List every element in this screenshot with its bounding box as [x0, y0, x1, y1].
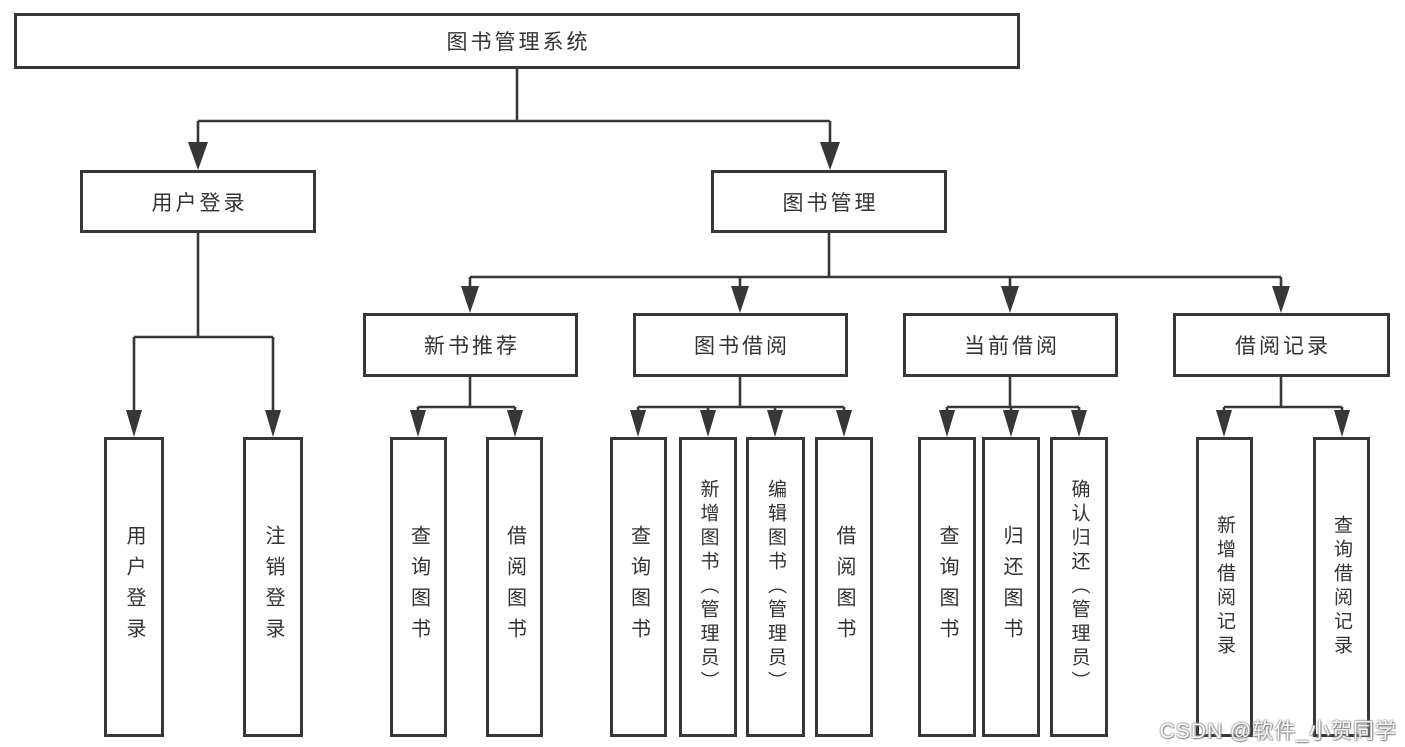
leaf-query-books-current: 查询图书 [918, 437, 976, 737]
node-root: 图书管理系统 [14, 13, 1020, 69]
leaf-query-books-borrow: 查询图书 [610, 437, 667, 737]
csdn-watermark: CSDN @软件_小贺同学 [1159, 720, 1397, 743]
leaf-logout: 注销登录 [243, 437, 303, 737]
leaf-query-borrow-record: 查询借阅记录 [1313, 437, 1370, 737]
leaf-user-login: 用户登录 [104, 437, 164, 737]
leaf-add-borrow-record: 新增借阅记录 [1196, 437, 1253, 737]
leaf-query-books-recommend: 查询图书 [390, 437, 447, 737]
leaf-edit-books-admin: 编辑图书（管理员） [746, 437, 805, 737]
node-book-management-branch: 图书管理 [711, 170, 947, 233]
node-book-borrow: 图书借阅 [633, 313, 848, 377]
leaf-borrow-books: 借阅图书 [815, 437, 873, 737]
node-current-borrow: 当前借阅 [903, 313, 1118, 377]
node-user-login-branch: 用户登录 [80, 170, 316, 233]
leaf-confirm-return-admin: 确认归还（管理员） [1050, 437, 1108, 737]
leaf-borrow-books-recommend: 借阅图书 [486, 437, 543, 737]
node-borrow-records: 借阅记录 [1173, 313, 1390, 377]
leaf-return-books: 归还图书 [982, 437, 1040, 737]
leaf-add-books-admin: 新增图书（管理员） [679, 437, 737, 737]
node-new-book-recommend: 新书推荐 [363, 313, 578, 377]
